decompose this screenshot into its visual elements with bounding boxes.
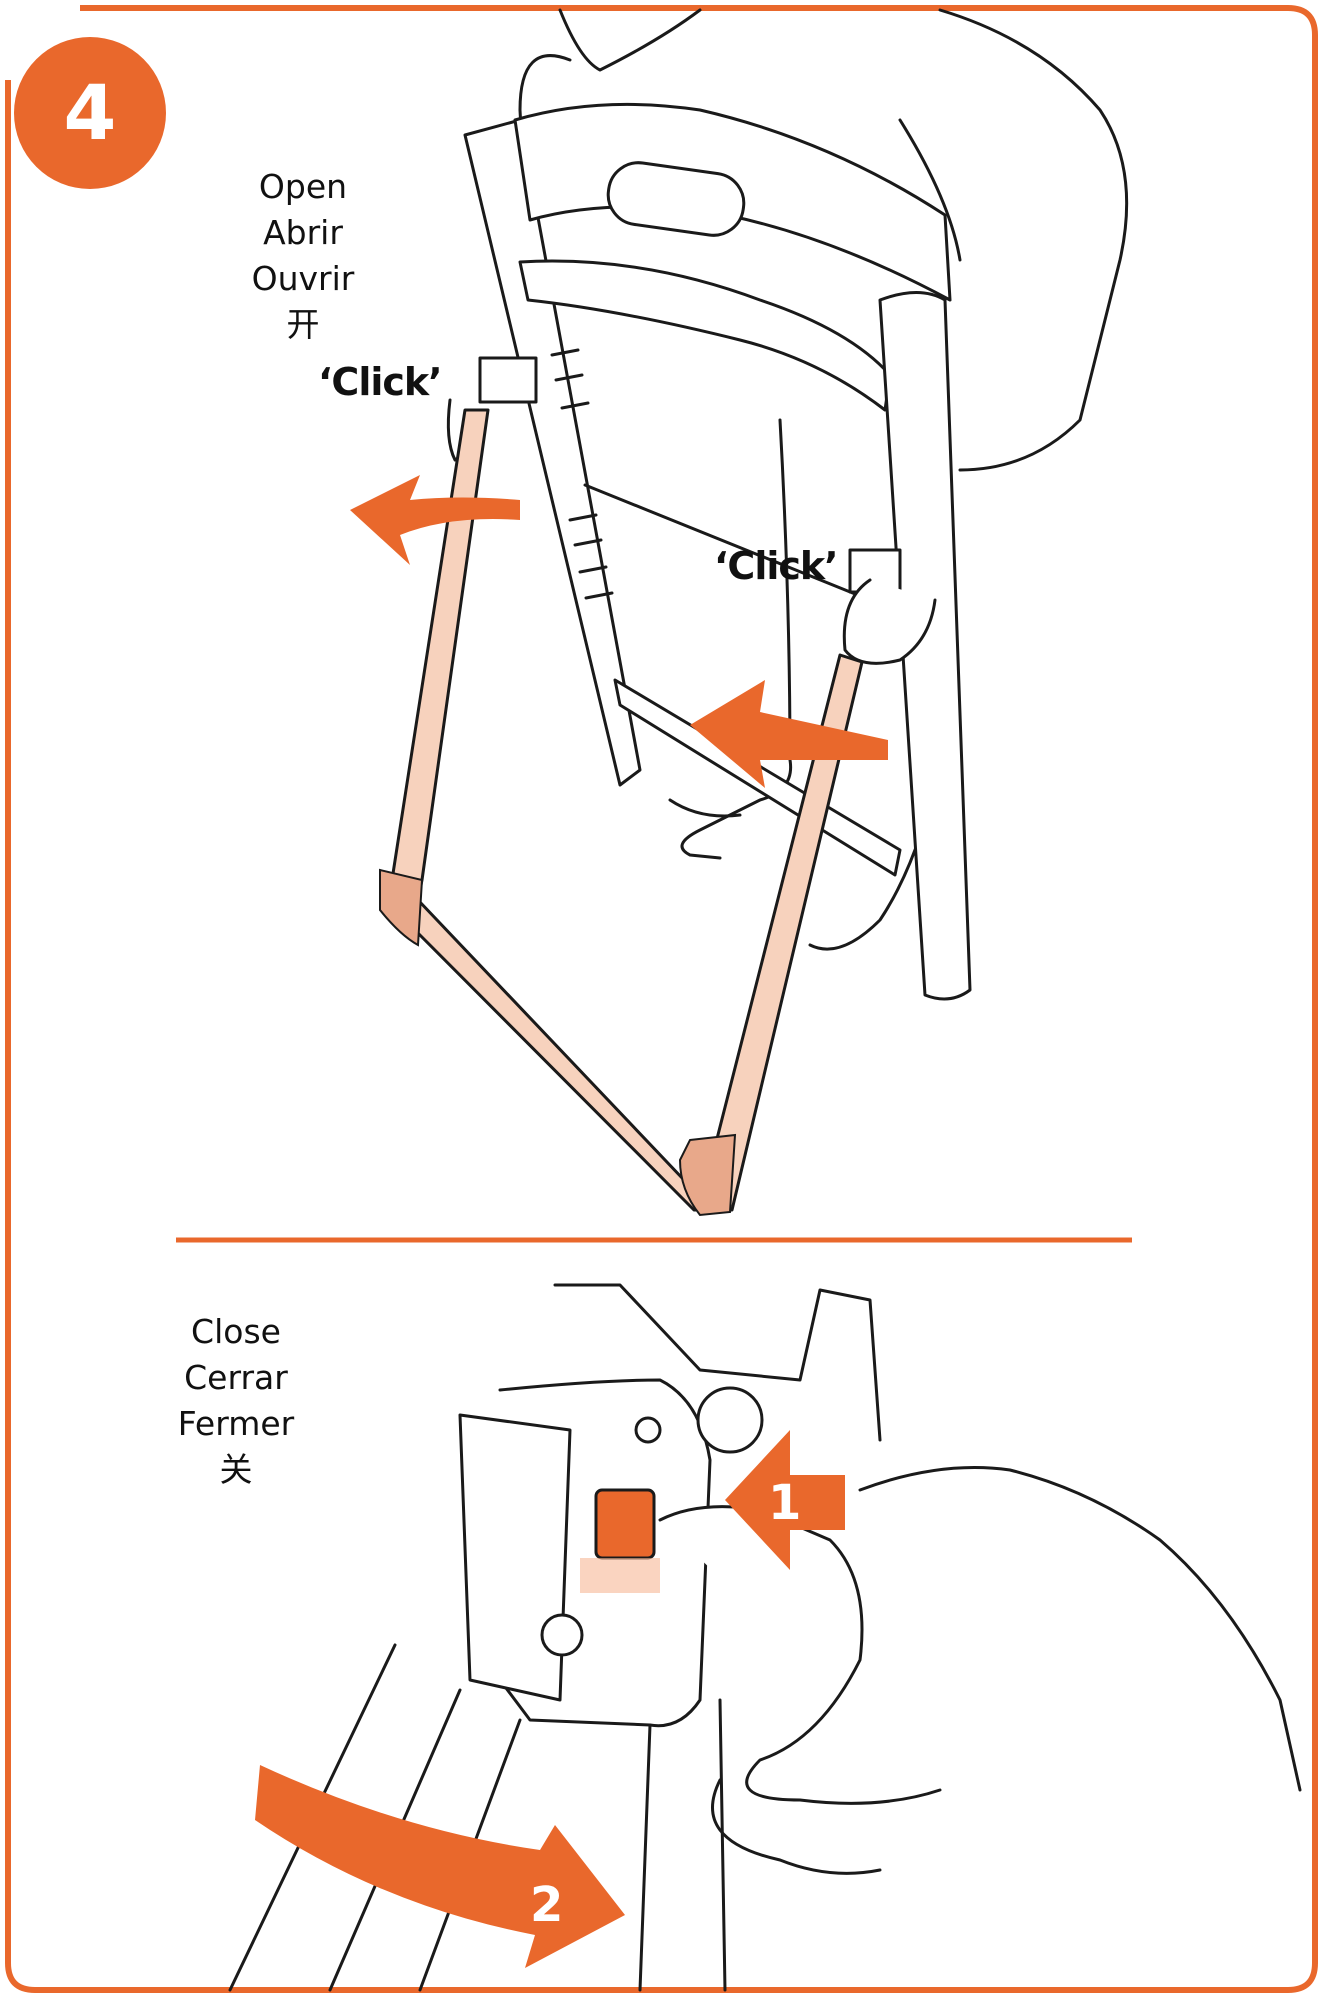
latch-cover [458, 1413, 572, 1702]
close-label-en: Close [191, 1312, 281, 1351]
latch-hole [540, 1613, 584, 1657]
person-shirt-fold [898, 118, 962, 262]
leg-line-5 [718, 1698, 727, 1992]
chair-leg-frame [379, 408, 864, 1217]
chair-slots [550, 348, 614, 600]
close-label-es: Cerrar [184, 1358, 288, 1397]
open-label-fr: Ouvrir [251, 259, 355, 298]
latch-screw [634, 1416, 662, 1444]
arrow-left-icon [725, 1430, 845, 1570]
person-right-arm [938, 8, 1129, 472]
step-number: 4 [63, 68, 117, 157]
hinge-left [478, 356, 538, 404]
panel-border [5, 5, 1318, 1993]
close-label-fr: Fermer [177, 1404, 295, 1443]
open-label-zh: 开 [286, 305, 320, 344]
hand-back [858, 1466, 1302, 1792]
arrow-right-curved-icon [255, 1765, 625, 1968]
step-number-badge: 4 [14, 37, 166, 189]
arrow-left-icon [350, 475, 520, 565]
chair-handle-slot [606, 161, 746, 237]
open-label-group: Open Abrir Ouvrir 开 [230, 164, 376, 348]
hand-left [446, 398, 472, 462]
close-label-zh: 关 [219, 1450, 253, 1489]
chair-left-upright [463, 118, 642, 787]
open-label-en: Open [258, 167, 348, 206]
click-label-right: ‘Click’ [714, 544, 839, 588]
person-leg-left [680, 418, 793, 860]
sequence-number-1: 1 [768, 1475, 802, 1531]
hand-thumb [711, 1778, 882, 1875]
latch-bolt [696, 1386, 764, 1454]
sequence-number-2: 2 [530, 1877, 564, 1933]
release-button [594, 1488, 656, 1560]
arrow-left-icon [690, 680, 888, 788]
latch-upper-frame [553, 1283, 882, 1442]
chair-crossbar [583, 483, 872, 602]
release-button-glow [580, 1558, 660, 1593]
close-label-group: Close Cerrar Fermer 关 [160, 1309, 312, 1493]
chair-rail [518, 259, 892, 412]
chair-unfold-drawing [446, 8, 1129, 1001]
chair-right-upright [878, 291, 972, 1001]
latch-close-drawing [228, 1283, 1302, 1992]
shoe-left [668, 798, 742, 818]
open-label-es: Abrir [263, 213, 343, 252]
person-shirt-collar [558, 8, 702, 72]
leg-line-4 [638, 1723, 652, 1992]
click-label-left: ‘Click’ [318, 360, 443, 404]
